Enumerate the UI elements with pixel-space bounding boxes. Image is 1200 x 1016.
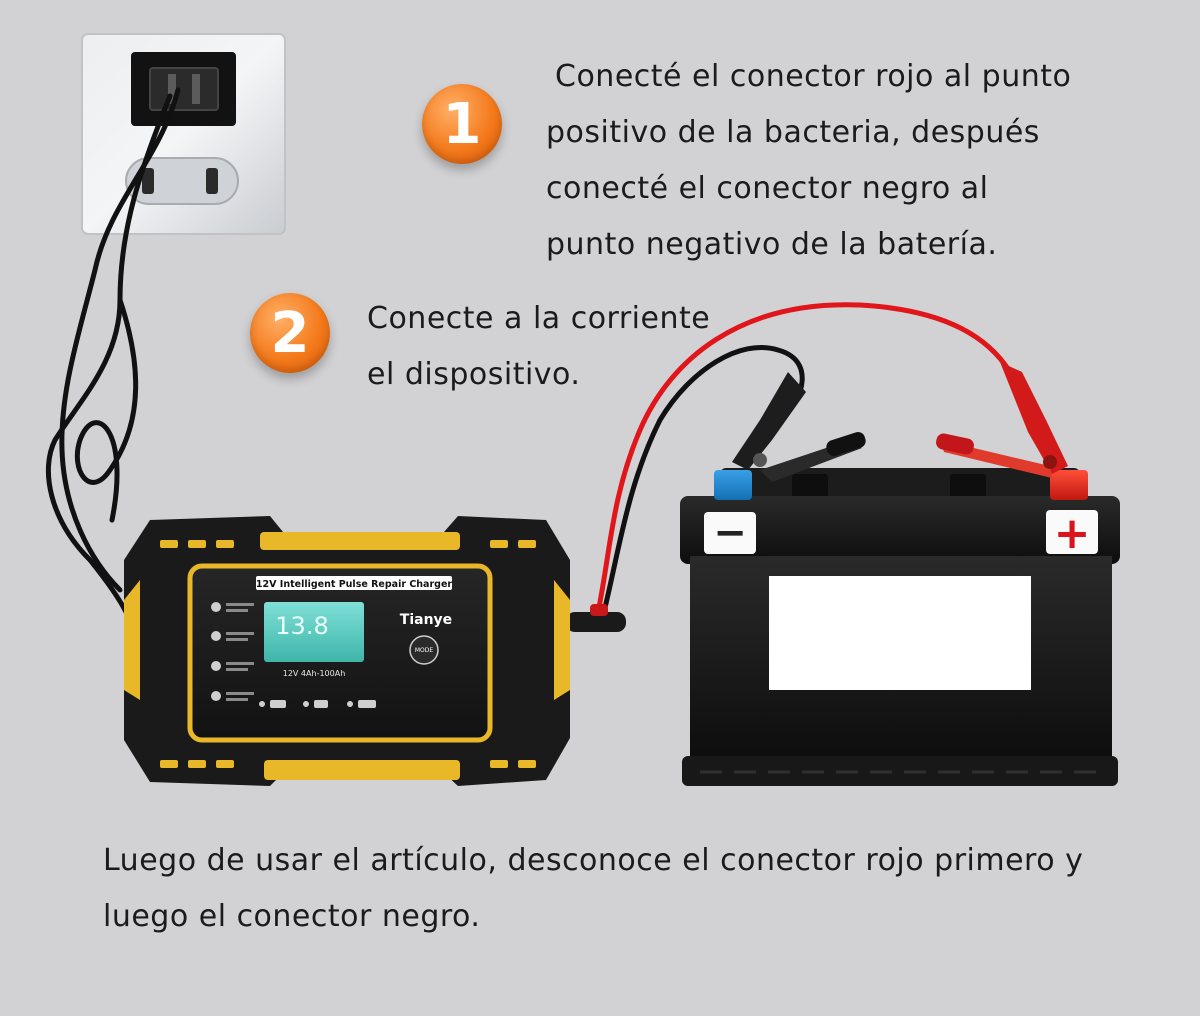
thermometer-icon: [211, 631, 221, 641]
step-1-line: punto negativo de la batería.: [546, 227, 998, 262]
charger-brand: Tianye: [400, 612, 452, 628]
step-1-instructions: Conecté el conector rojo al punto positi…: [546, 56, 1071, 280]
mode-button[interactable]: [409, 635, 439, 665]
alert-icon: [211, 691, 221, 701]
battery-charger: 12V Intelligent Pulse Repair Charger 13.…: [124, 516, 570, 786]
step-2-line: el dispositivo.: [367, 357, 581, 392]
wall-outlet: [81, 33, 286, 235]
lcd-value: 13.8: [275, 612, 328, 640]
car-icon: [270, 700, 286, 708]
positive-terminal: [1050, 470, 1088, 500]
shield-icon: [211, 602, 221, 612]
charger-spec: 12V 4Ah-100Ah: [283, 669, 346, 678]
cable-gland: [566, 612, 626, 632]
final-note: Luego de usar el artículo, desconoce el …: [103, 838, 1083, 950]
negative-clamp: [732, 372, 866, 482]
charger-title: 12V Intelligent Pulse Repair Charger: [256, 579, 452, 590]
step-2-line: Conecte a la corriente: [367, 301, 711, 336]
step-1-line: conecté el conector negro al: [546, 171, 989, 206]
negative-terminal: [714, 470, 752, 500]
svg-text:MODE: MODE: [415, 647, 434, 654]
power-cord: [46, 87, 181, 615]
battery-icon: [314, 700, 328, 708]
black-cable: [597, 344, 805, 631]
final-note-line: Luego de usar el artículo, desconoce el …: [103, 843, 1084, 878]
negative-symbol: −: [713, 510, 747, 556]
step-2-badge: 2: [250, 293, 330, 373]
step-1-line: positivo de la bacteria, después: [546, 115, 1040, 150]
lcd-display: [264, 602, 364, 662]
final-note-line: luego el conector negro.: [103, 899, 481, 934]
red-cable: [593, 302, 1013, 625]
step-1-badge: 1: [422, 84, 502, 164]
step-2-instructions: Conecte a la corriente el dispositivo.: [367, 298, 710, 410]
step-1-line: Conecté el conector rojo al punto: [555, 59, 1072, 94]
car-battery: − +: [680, 468, 1120, 786]
motorcycle-icon: [358, 700, 376, 708]
positive-clamp: [936, 362, 1068, 478]
positive-symbol: +: [1054, 508, 1091, 559]
polarity-icon: [211, 661, 221, 671]
